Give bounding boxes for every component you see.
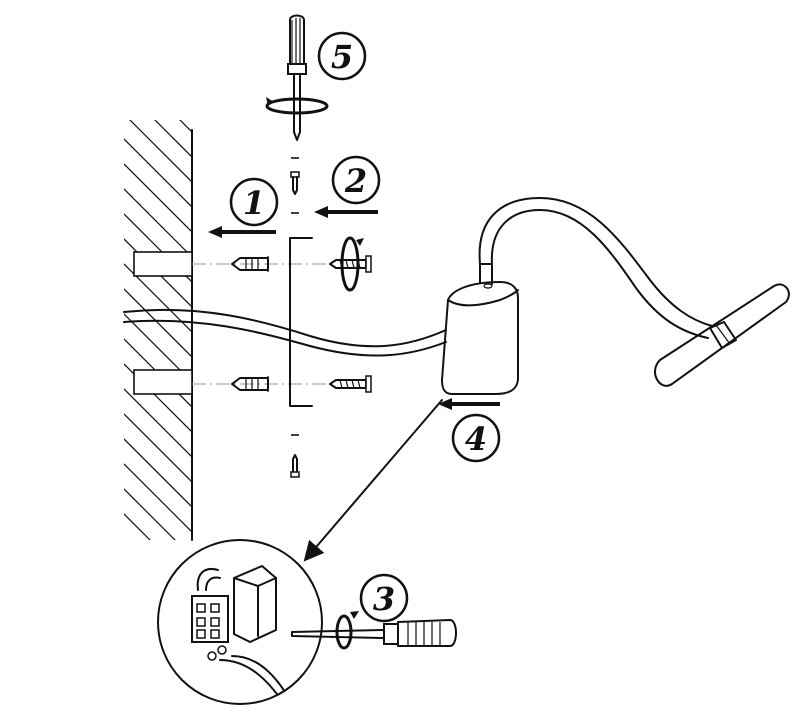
small-screw-bottom [290, 454, 300, 478]
step-2-badge: 2 [331, 155, 381, 205]
step-4-badge: 4 [451, 413, 501, 463]
screw-bottom [329, 375, 372, 393]
vertical-axis [291, 157, 299, 436]
lamp-body [441, 263, 519, 395]
gooseneck-arm [478, 197, 713, 339]
small-screw-top [290, 171, 300, 195]
power-cable [123, 308, 447, 357]
screw-top [329, 255, 372, 273]
terminal-detail [157, 539, 323, 705]
wall-plug-top [231, 256, 269, 272]
step-5-label: 5 [331, 38, 353, 76]
screwdriver-horizontal-icon [291, 611, 457, 650]
step-4-label: 4 [465, 420, 487, 458]
detail-leader-line [303, 399, 443, 562]
center-lines [192, 263, 330, 385]
step-5-badge: 5 [317, 31, 367, 81]
wall-plug-bottom [231, 376, 269, 392]
rotate-icon [340, 236, 364, 292]
step-3-badge: 3 [359, 573, 409, 623]
screwdriver-vertical-icon [265, 14, 329, 141]
step-1-label: 1 [243, 184, 265, 222]
lamp-head [654, 283, 790, 387]
wall [124, 120, 193, 541]
arrow-step-1 [208, 226, 276, 238]
step-3-label: 3 [373, 580, 395, 618]
arrow-step-4 [438, 398, 500, 410]
mounting-bracket [289, 237, 313, 407]
arrow-step-2 [314, 206, 378, 218]
step-2-label: 2 [344, 162, 367, 200]
step-1-badge: 1 [229, 177, 279, 227]
